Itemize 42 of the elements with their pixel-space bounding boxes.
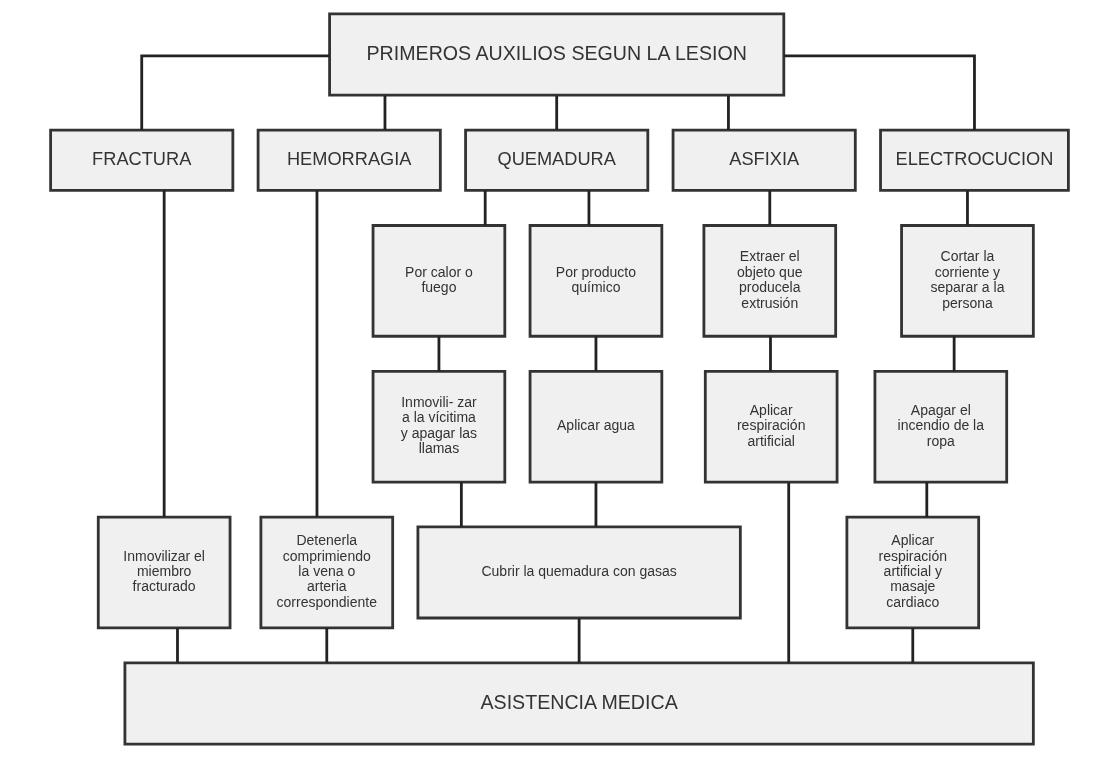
node-box: Extraer el objeto que producela extrusión [702,224,838,338]
connector [594,336,598,372]
connector [140,54,330,131]
node-box: Por producto químico [528,224,664,338]
connector [555,95,559,130]
node-box: FRACTURA [49,128,235,192]
node-box: Aplicar respiración artificial [703,369,839,484]
node-box: Aplicar respiración artificial y masaje cardiaco [845,515,981,630]
node-box: ELECTROCUCION [879,128,1070,192]
connector [769,336,772,372]
node-box: Por calor o fuego [371,224,507,338]
connector [162,190,166,517]
node-box: Inmovilizar el miembro fracturado [96,515,232,630]
node-box: QUEMADURA [464,128,650,192]
connector [383,95,387,130]
connector [315,190,319,517]
connector [787,482,791,663]
node-box: Apagar el incendio de la ropa [873,369,1009,484]
connector [437,336,441,372]
connector [176,628,179,663]
connector [483,190,487,226]
node-box: Cortar la corriente y separar a la persona [900,224,1035,338]
node-box: PRIMEROS AUXILIOS SEGUN LA LESION [328,12,786,97]
node-box: ASISTENCIA MEDICA [123,661,1035,746]
connector [966,190,969,226]
connector [925,482,929,518]
connector [952,336,956,372]
node-box: Cubrir la quemadura con gasas [416,525,742,620]
connector [911,628,915,663]
connector [325,628,329,663]
node-box: ASFIXIA [671,128,857,192]
node-box: Aplicar agua [528,369,664,484]
node-box: Detenerla comprimiendo la vena o arteria correspondiente [259,515,395,630]
node-box: Inmovili- zar a la vícitima y apagar las llamas [371,369,507,484]
connector [459,482,463,527]
connector [587,190,591,226]
connector [577,618,581,663]
connector [594,482,598,527]
connector [783,54,976,131]
node-box: HEMORRAGIA [256,128,442,192]
connector [727,95,730,130]
connector [768,190,772,226]
